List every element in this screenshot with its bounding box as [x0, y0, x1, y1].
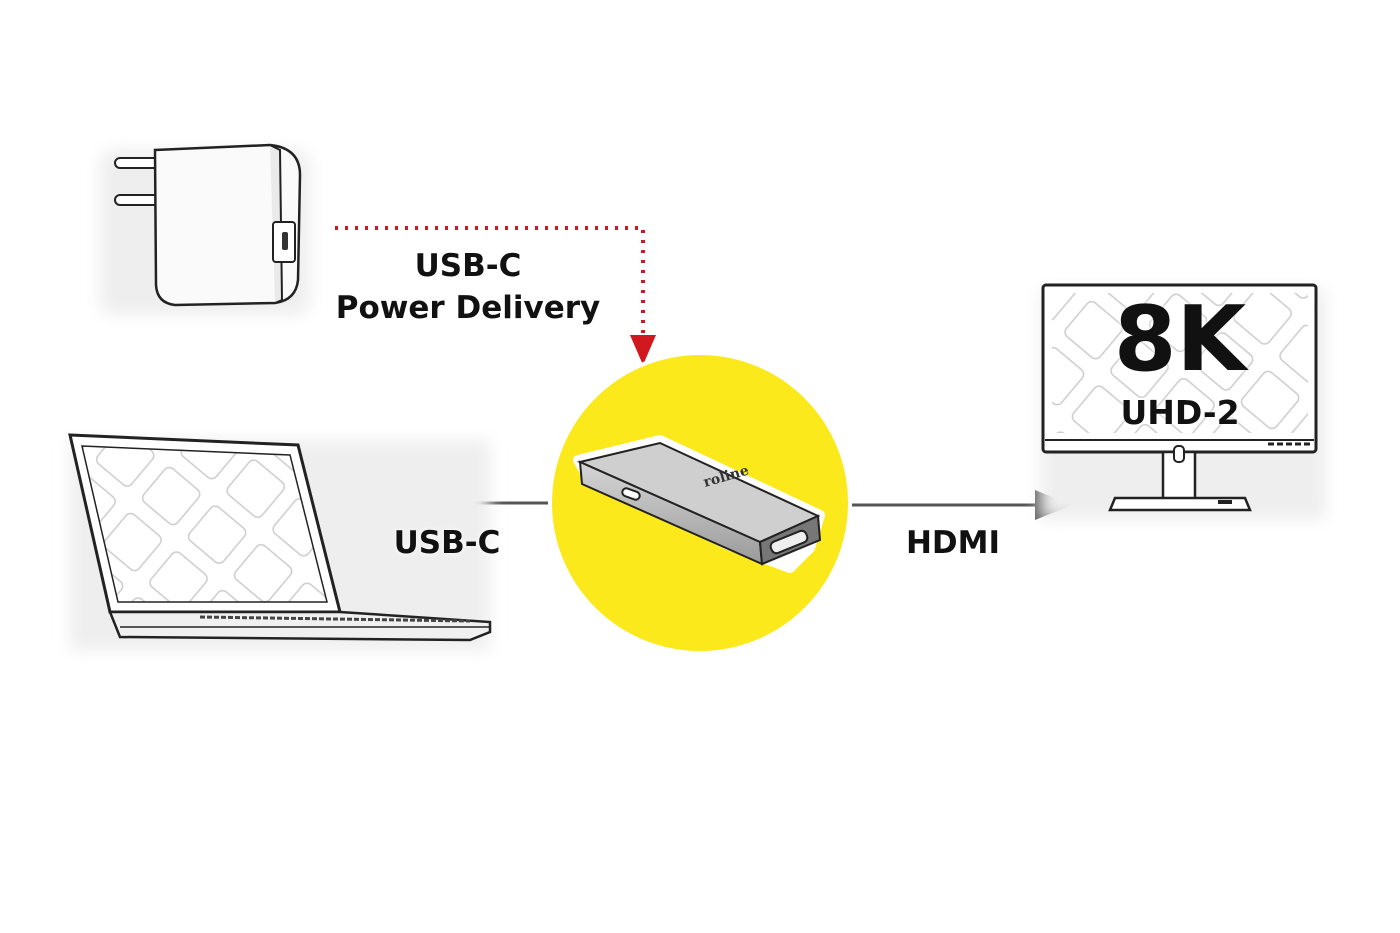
monitor-resolution-label: 8K [1113, 287, 1247, 392]
monitor-icon [1040, 283, 1325, 520]
power-label: USB-C [414, 248, 522, 284]
hdmi-label: HDMI [905, 525, 1001, 561]
usb-c-to-hdmi-adapter-icon: roline [573, 435, 825, 573]
power-adapter-icon [100, 143, 310, 315]
hdmi-connector [845, 490, 1072, 520]
usb-c-label: USB-C [393, 525, 501, 561]
laptop-icon [68, 433, 492, 650]
power-delivery-connector [335, 226, 656, 365]
power-sub-label: Power Delivery [335, 290, 601, 326]
monitor-standard-label: UHD-2 [1120, 393, 1240, 432]
